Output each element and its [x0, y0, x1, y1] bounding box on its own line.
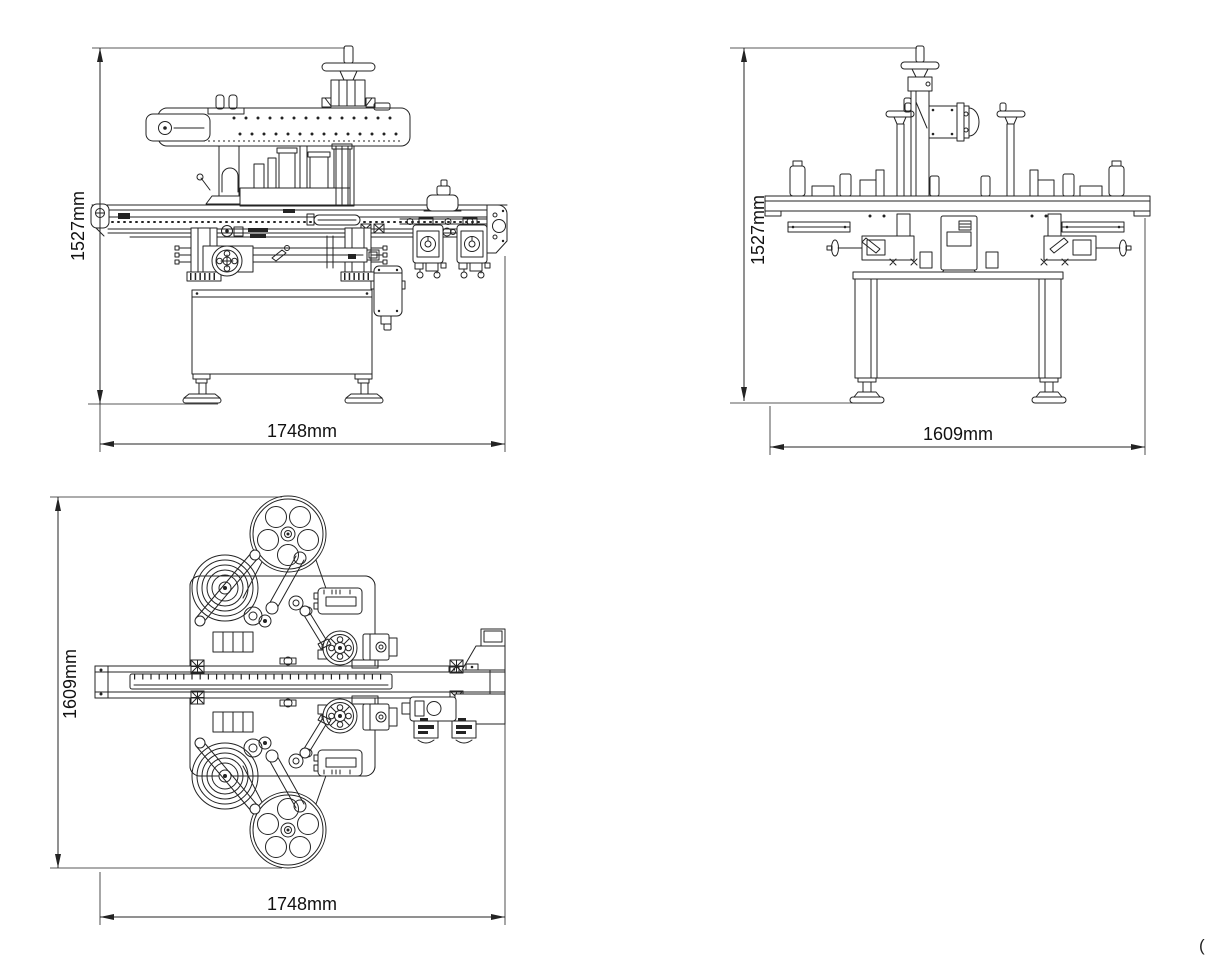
labeling-head-top	[190, 495, 464, 674]
watermark-fragment: (	[1199, 936, 1205, 955]
side-height-label: 1527mm	[748, 195, 768, 265]
top-crank-handle	[321, 45, 376, 108]
label-counter-box	[317, 587, 363, 615]
top-view-drawing	[94, 495, 506, 869]
drive-mechanism	[174, 227, 388, 282]
applicator-cluster	[196, 143, 355, 207]
side-view-dimensions: 1527mm 1609mm	[730, 47, 1146, 455]
label-sensor-units	[412, 179, 491, 279]
leveling-feet-front	[182, 373, 384, 404]
top-height-label: 1609mm	[60, 649, 80, 719]
top-width-label: 1748mm	[267, 894, 337, 914]
conveyor-top	[94, 665, 506, 699]
front-width-label: 1748mm	[267, 421, 337, 441]
table-top	[764, 160, 1151, 233]
front-view-drawing	[90, 45, 508, 404]
side-width-label: 1609mm	[923, 424, 993, 444]
machine-base-cabinet	[191, 265, 406, 375]
top-view-dimensions: 1609mm 1748mm	[50, 496, 506, 925]
side-view-drawing	[764, 45, 1151, 404]
front-height-label: 1527mm	[68, 191, 88, 261]
center-column-assembly	[900, 45, 980, 197]
conveyor-right-units	[401, 628, 506, 744]
front-view-dimensions: 1527mm 1748mm	[68, 47, 506, 452]
rewinder-spiral	[191, 554, 259, 622]
label-head-housing	[145, 94, 411, 147]
side-base-cabinet	[849, 271, 1067, 404]
